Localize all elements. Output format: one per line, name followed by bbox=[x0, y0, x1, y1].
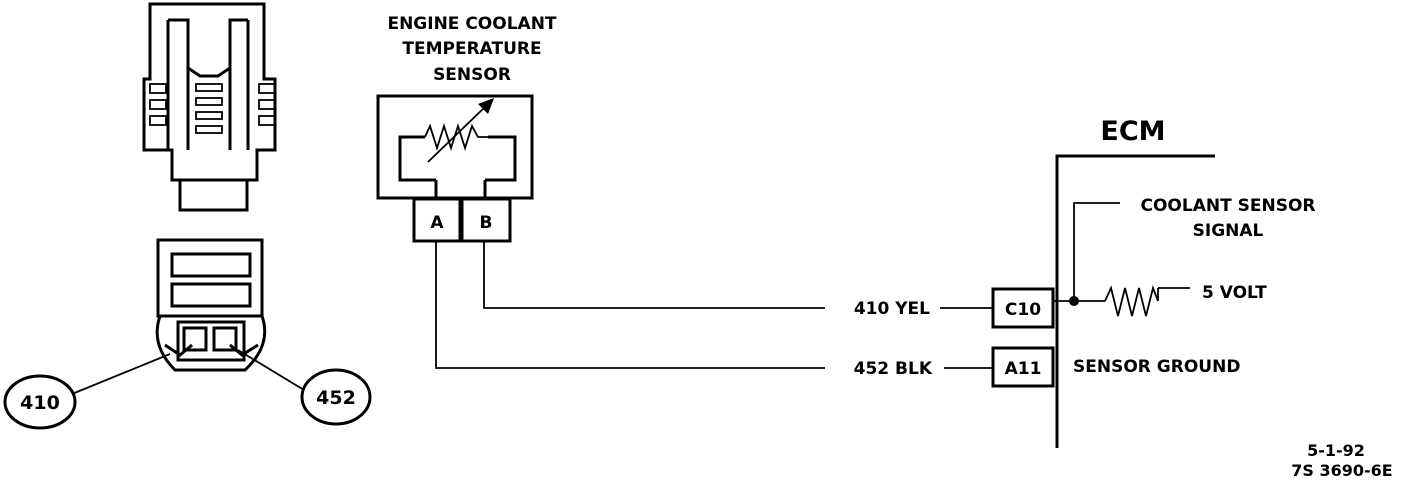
ecm-outline bbox=[1055, 154, 1215, 448]
callout-452: 452 bbox=[316, 387, 356, 409]
callout-410: 410 bbox=[20, 392, 60, 414]
ecm-signal-circuit bbox=[1053, 202, 1190, 317]
ecm-pin-a11: A11 bbox=[1005, 359, 1042, 379]
sensor-ground-label: SENSOR GROUND bbox=[1073, 357, 1240, 377]
sensor-terminal-a: A bbox=[430, 213, 444, 233]
sensor-terminal-a-box bbox=[412, 197, 462, 243]
sensor-title-line2: TEMPERATURE bbox=[402, 39, 541, 59]
ecm-pin-c10-box bbox=[991, 287, 1055, 329]
footer-code: 7S 3690-6E bbox=[1291, 461, 1392, 480]
coolant-sensor-signal-line2: SIGNAL bbox=[1193, 221, 1264, 241]
connector-face-view bbox=[155, 238, 267, 372]
sensor-terminal-b-box bbox=[460, 197, 512, 243]
wire-label-410-yel: 410 YEL bbox=[854, 299, 930, 319]
wire-label-452-blk: 452 BLK bbox=[854, 359, 933, 379]
wire-410-yel bbox=[483, 241, 992, 309]
footer-date: 5-1-92 bbox=[1307, 441, 1365, 460]
sensor-title-line3: SENSOR bbox=[433, 65, 511, 85]
thermistor-arrow-icon bbox=[427, 98, 494, 163]
five-volt-label: 5 VOLT bbox=[1202, 283, 1267, 303]
coolant-sensor-signal-line1: COOLANT SENSOR bbox=[1141, 196, 1316, 216]
sensor-body bbox=[376, 94, 534, 200]
sensor-terminal-b: B bbox=[480, 213, 493, 233]
ecm-pin-c10: C10 bbox=[1005, 300, 1041, 320]
wire-452-blk bbox=[435, 241, 992, 369]
ecm-title: ECM bbox=[1100, 116, 1165, 147]
ecm-pin-a11-box bbox=[991, 346, 1055, 388]
connector-top-view bbox=[142, 2, 277, 212]
sensor-title-line1: ENGINE COOLANT bbox=[387, 14, 556, 34]
connector-callouts bbox=[3, 349, 372, 430]
